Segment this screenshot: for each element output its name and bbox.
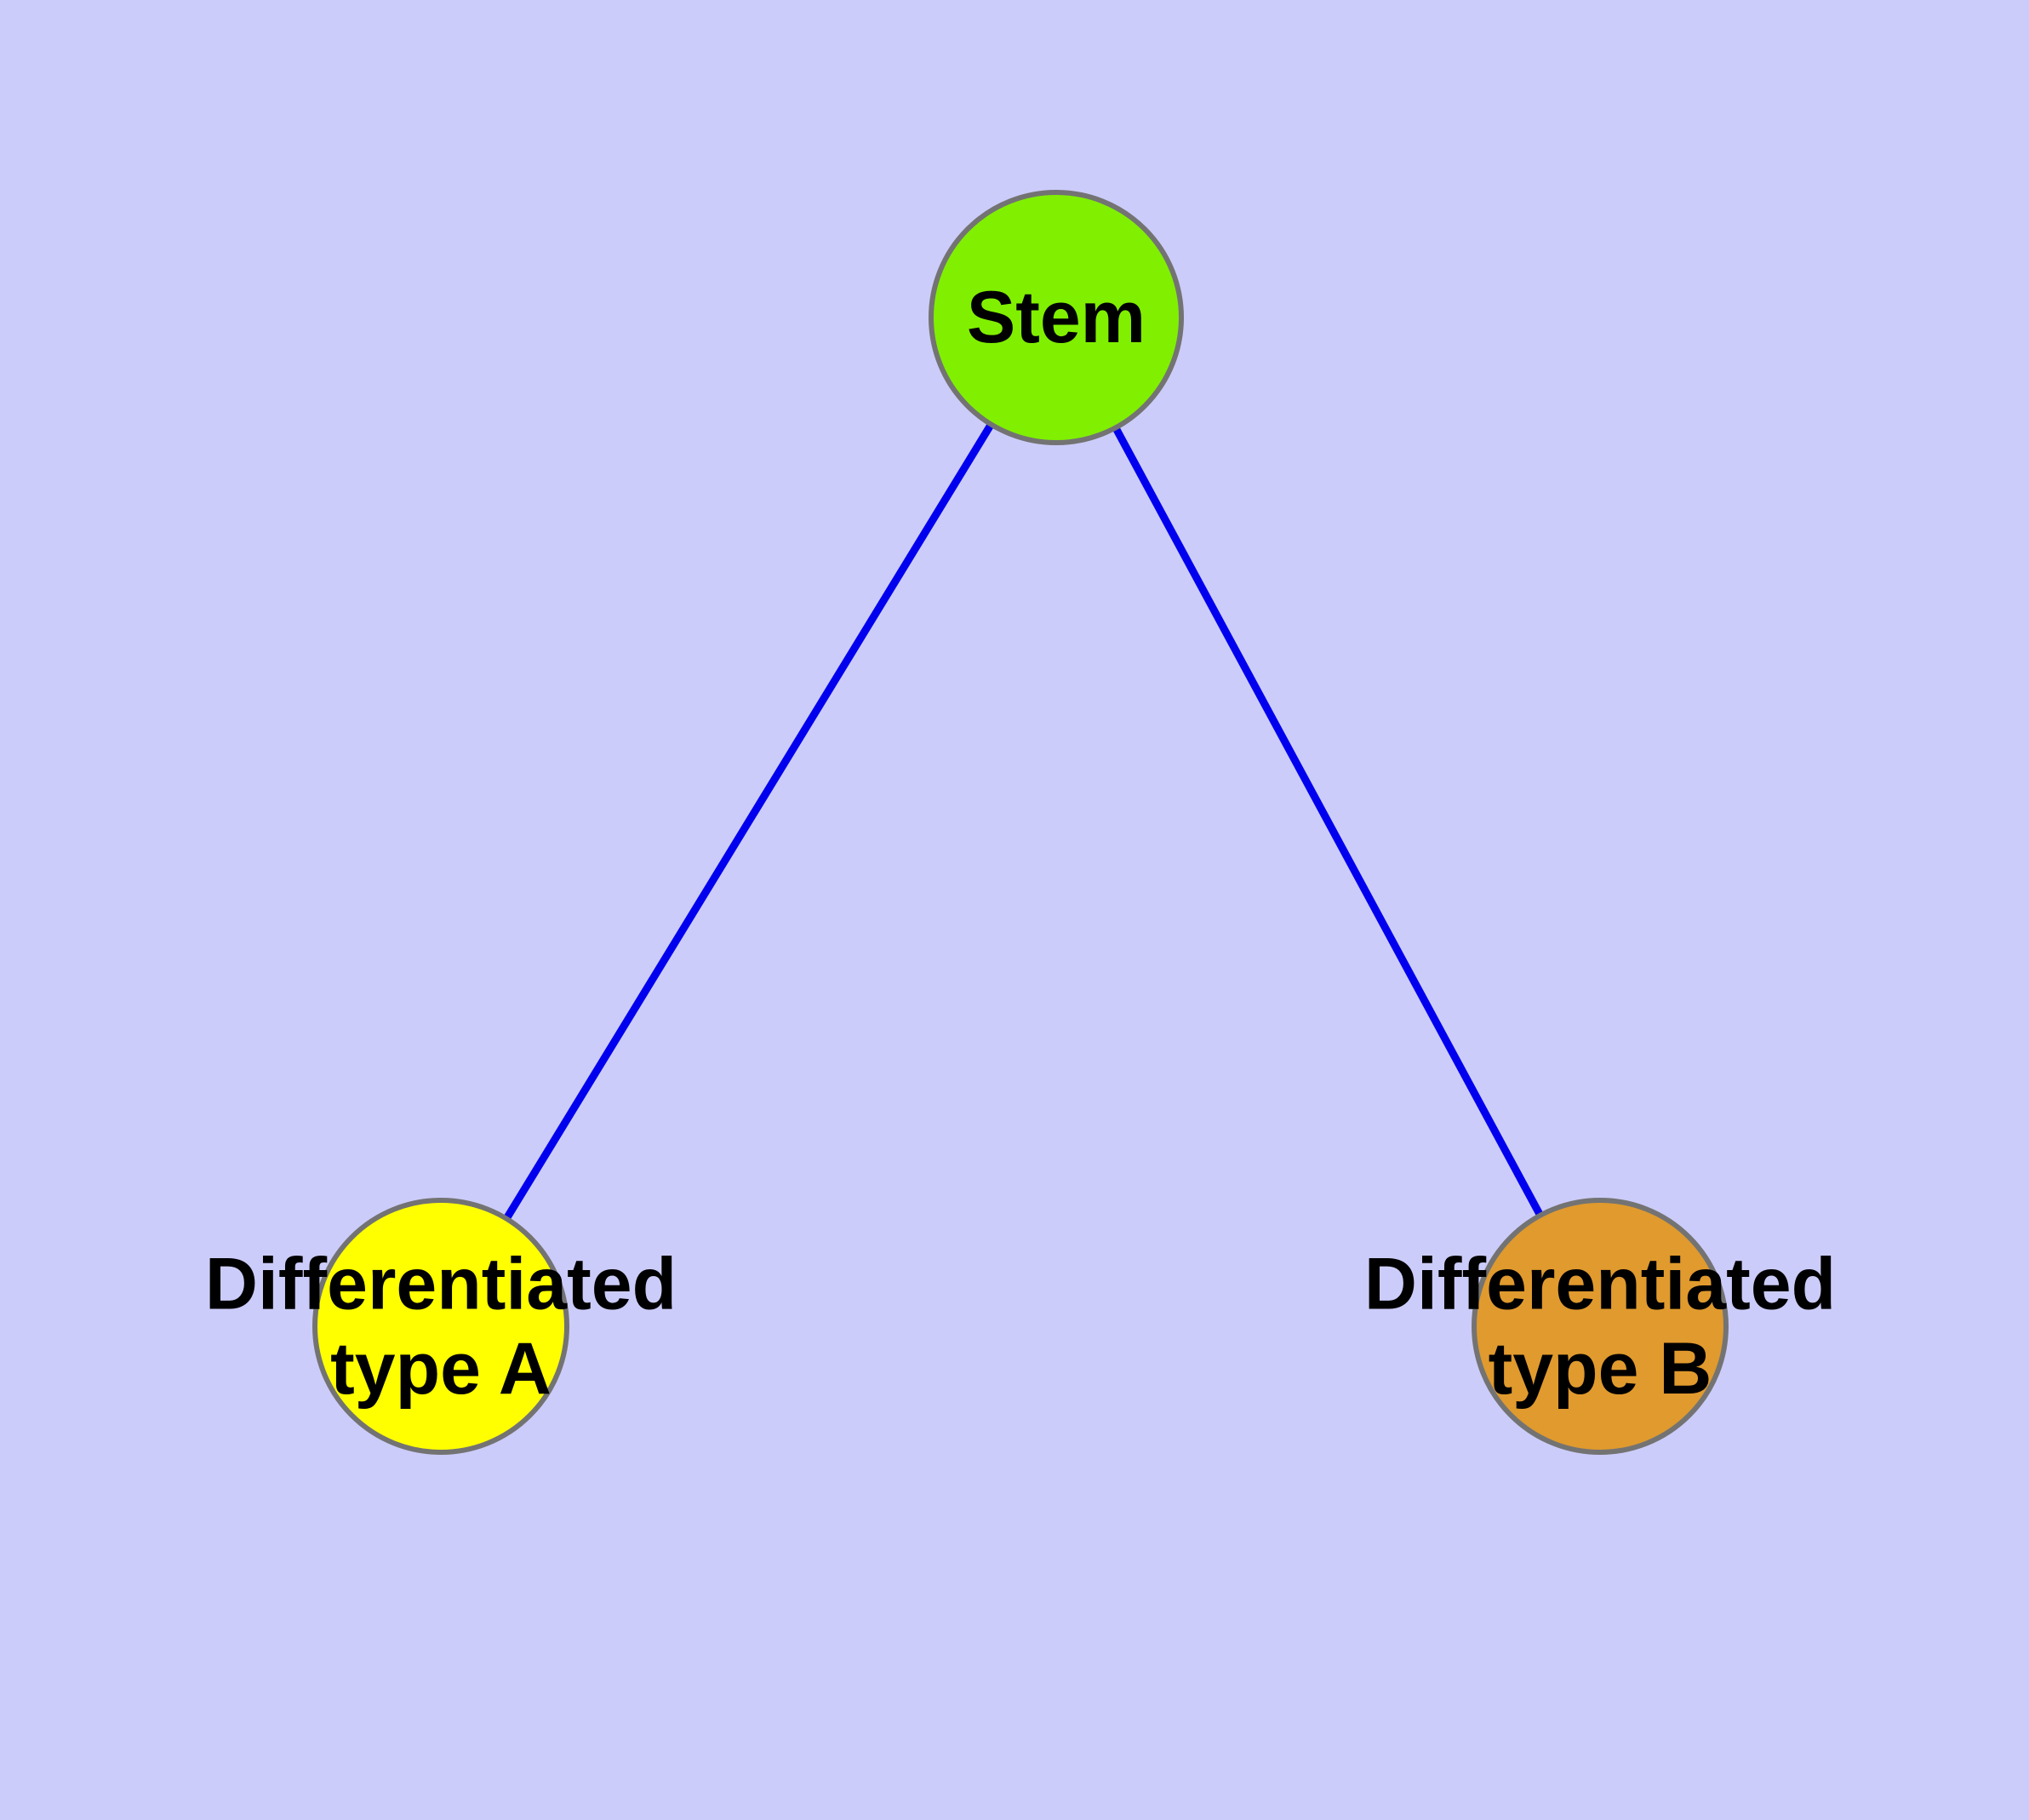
node-stem-circle[interactable] bbox=[929, 190, 1184, 445]
node-stem-label: Stem bbox=[967, 277, 1146, 358]
node-differentiated-type-b-circle[interactable] bbox=[1472, 1198, 1729, 1455]
edge-stem-to-differentiated-type-b[interactable] bbox=[1053, 315, 1603, 1329]
edge-stem-to-differentiated-type-a[interactable] bbox=[437, 315, 1060, 1329]
edge-layer bbox=[437, 315, 1603, 1329]
node-stem[interactable]: Stem bbox=[929, 190, 1184, 445]
node-differentiated-type-a-circle[interactable] bbox=[312, 1198, 569, 1455]
